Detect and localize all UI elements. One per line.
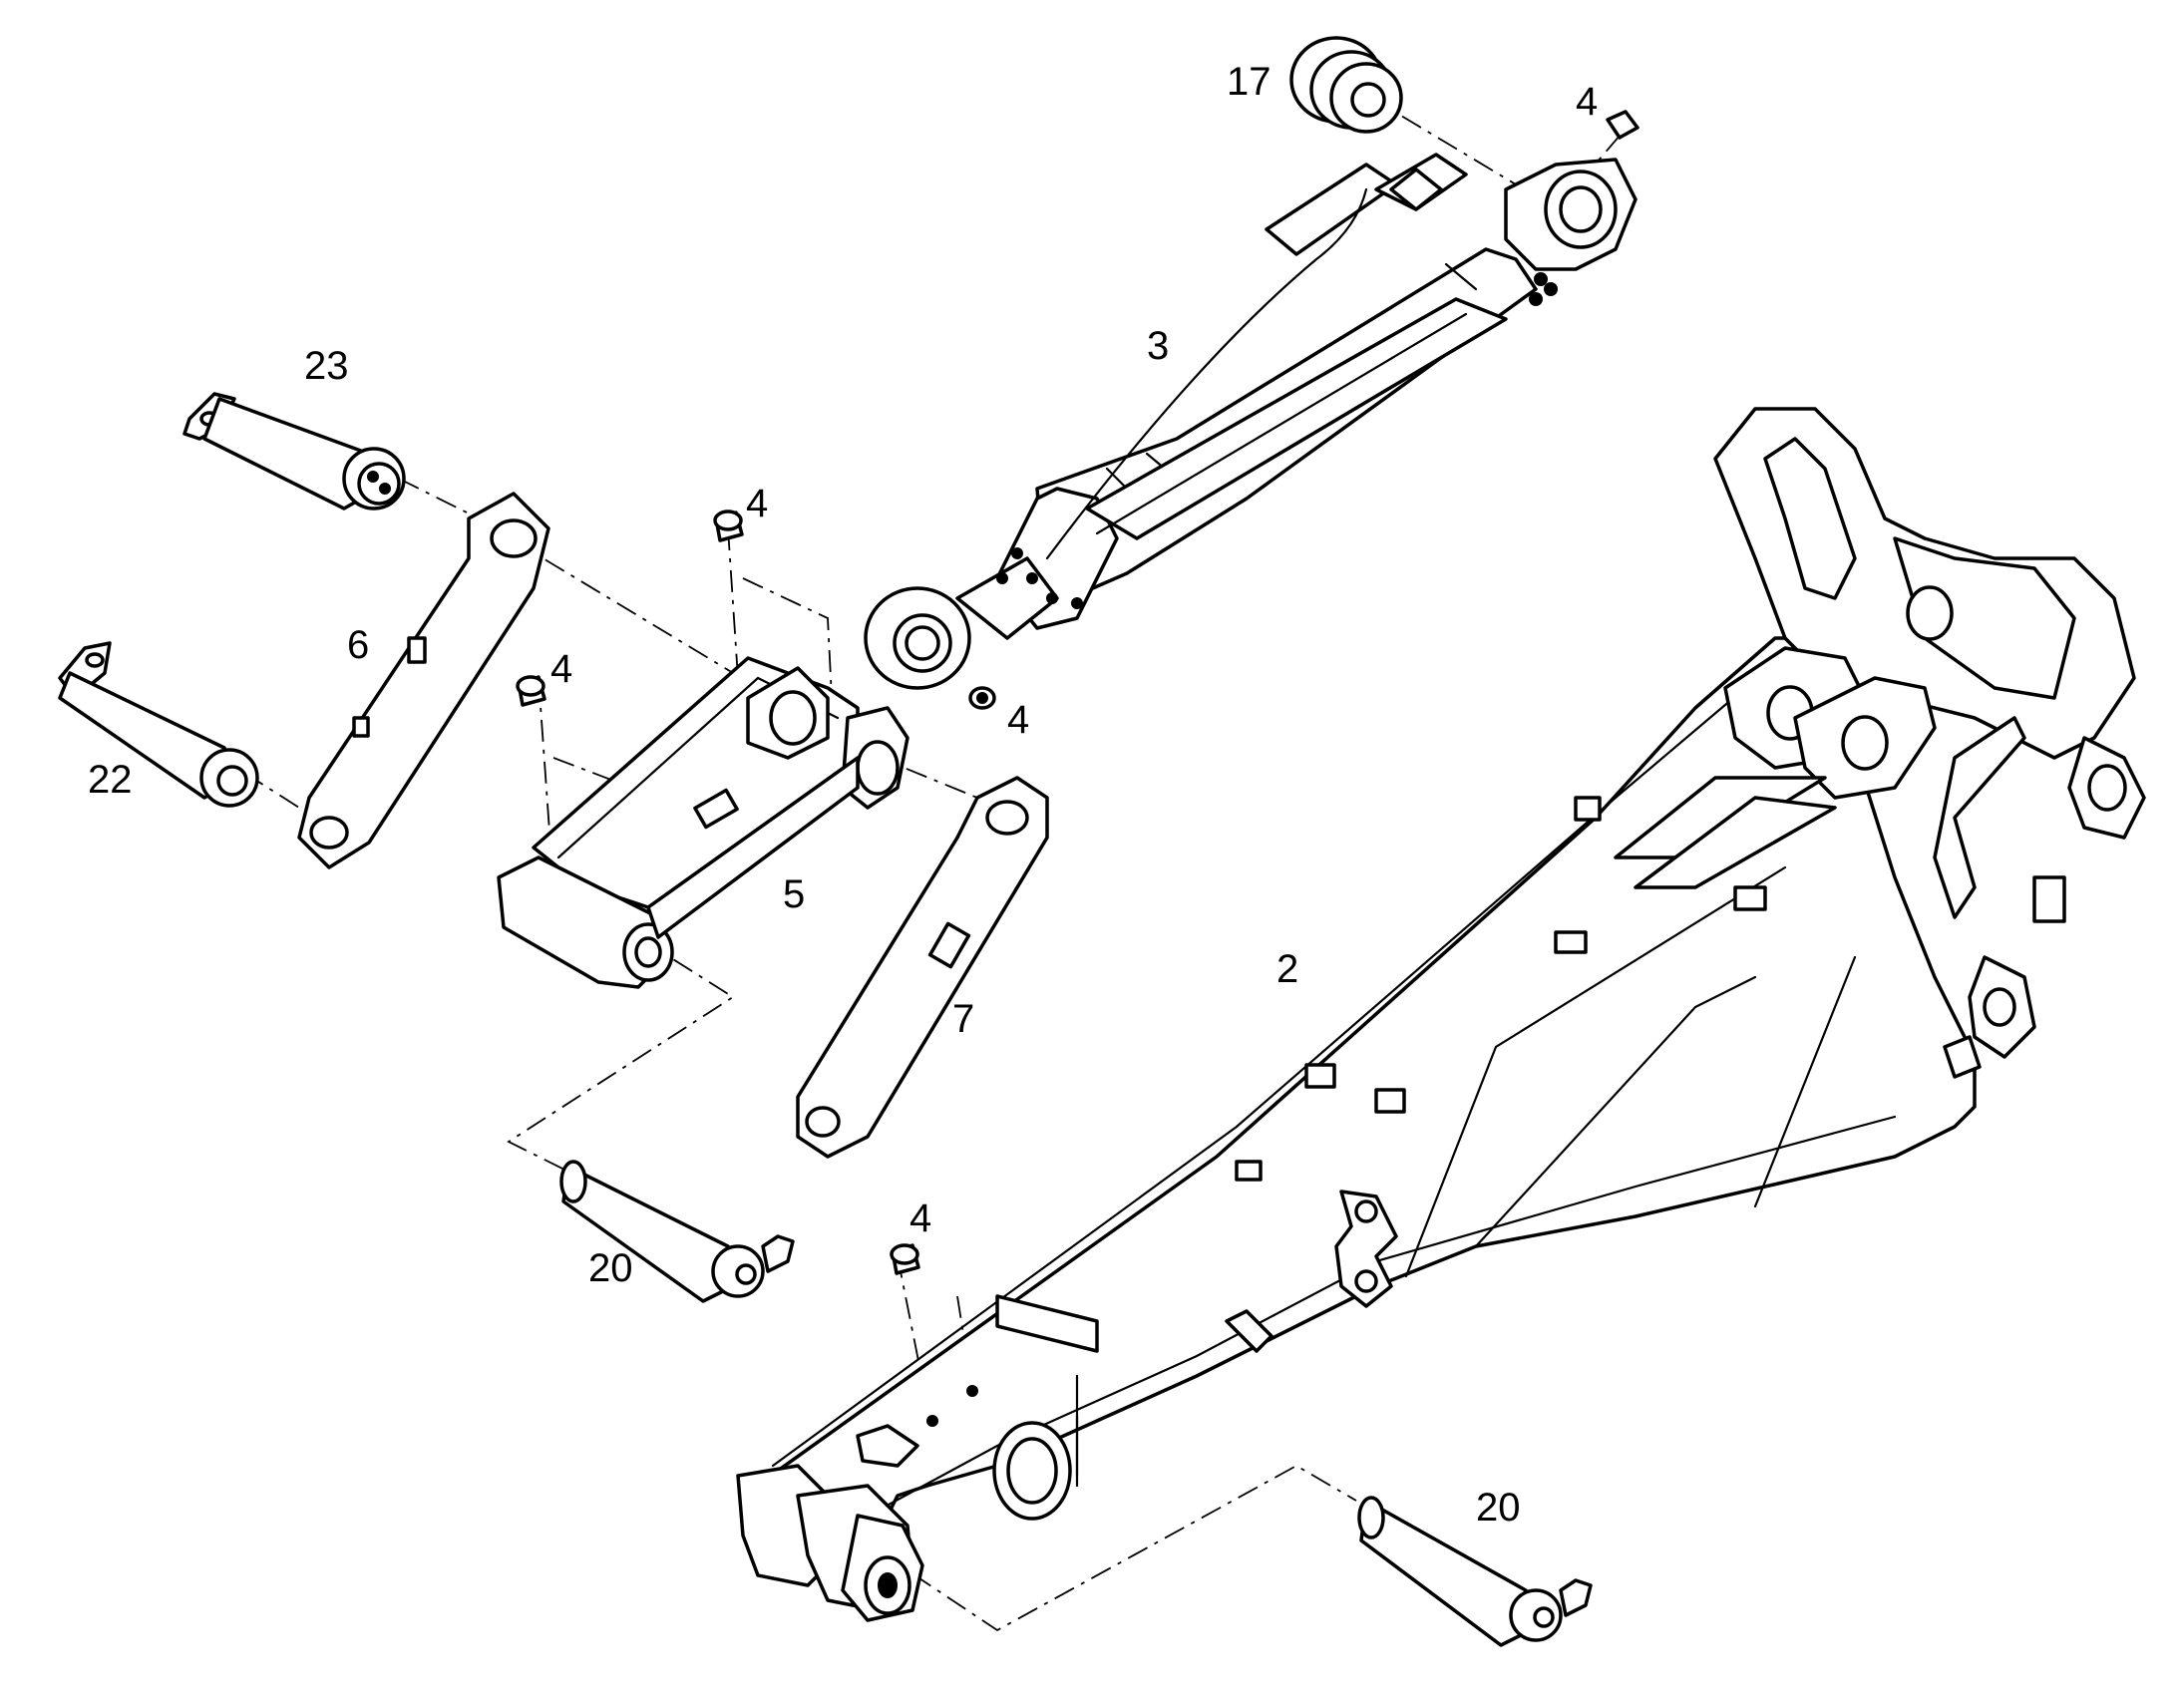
callout-4-housing: 4 [550,647,572,691]
callout-20-left: 20 [588,1246,633,1290]
link-housing [497,656,909,989]
link-arm-6 [297,492,550,869]
seal-ring [1289,36,1403,134]
callout-20-right: 20 [1476,1486,1521,1530]
callout-4-cylinder: 4 [1007,698,1029,742]
callout-4-top: 4 [1576,80,1598,124]
callout-5: 5 [783,872,805,916]
pin-23 [182,392,406,511]
callout-23: 23 [304,344,349,388]
callout-4-boom: 4 [909,1196,931,1240]
callout-labels: 17 4 3 23 4 6 4 4 22 5 2 7 4 20 20 [88,60,1598,1530]
boom [736,407,2146,1622]
callout-4-upper-link: 4 [746,482,768,525]
callout-6: 6 [347,623,369,667]
callout-17: 17 [1227,60,1272,104]
callout-3: 3 [1147,324,1169,368]
pin-20-left [559,1160,795,1303]
pin-22 [58,641,259,808]
callout-7: 7 [952,997,974,1041]
link-arm-7 [796,776,1049,1159]
grease-nipples [516,110,1639,1275]
hydraulic-cylinder [864,153,1637,690]
callout-22: 22 [88,758,133,802]
pin-20-right [1357,1496,1593,1647]
callout-2: 2 [1276,947,1298,991]
